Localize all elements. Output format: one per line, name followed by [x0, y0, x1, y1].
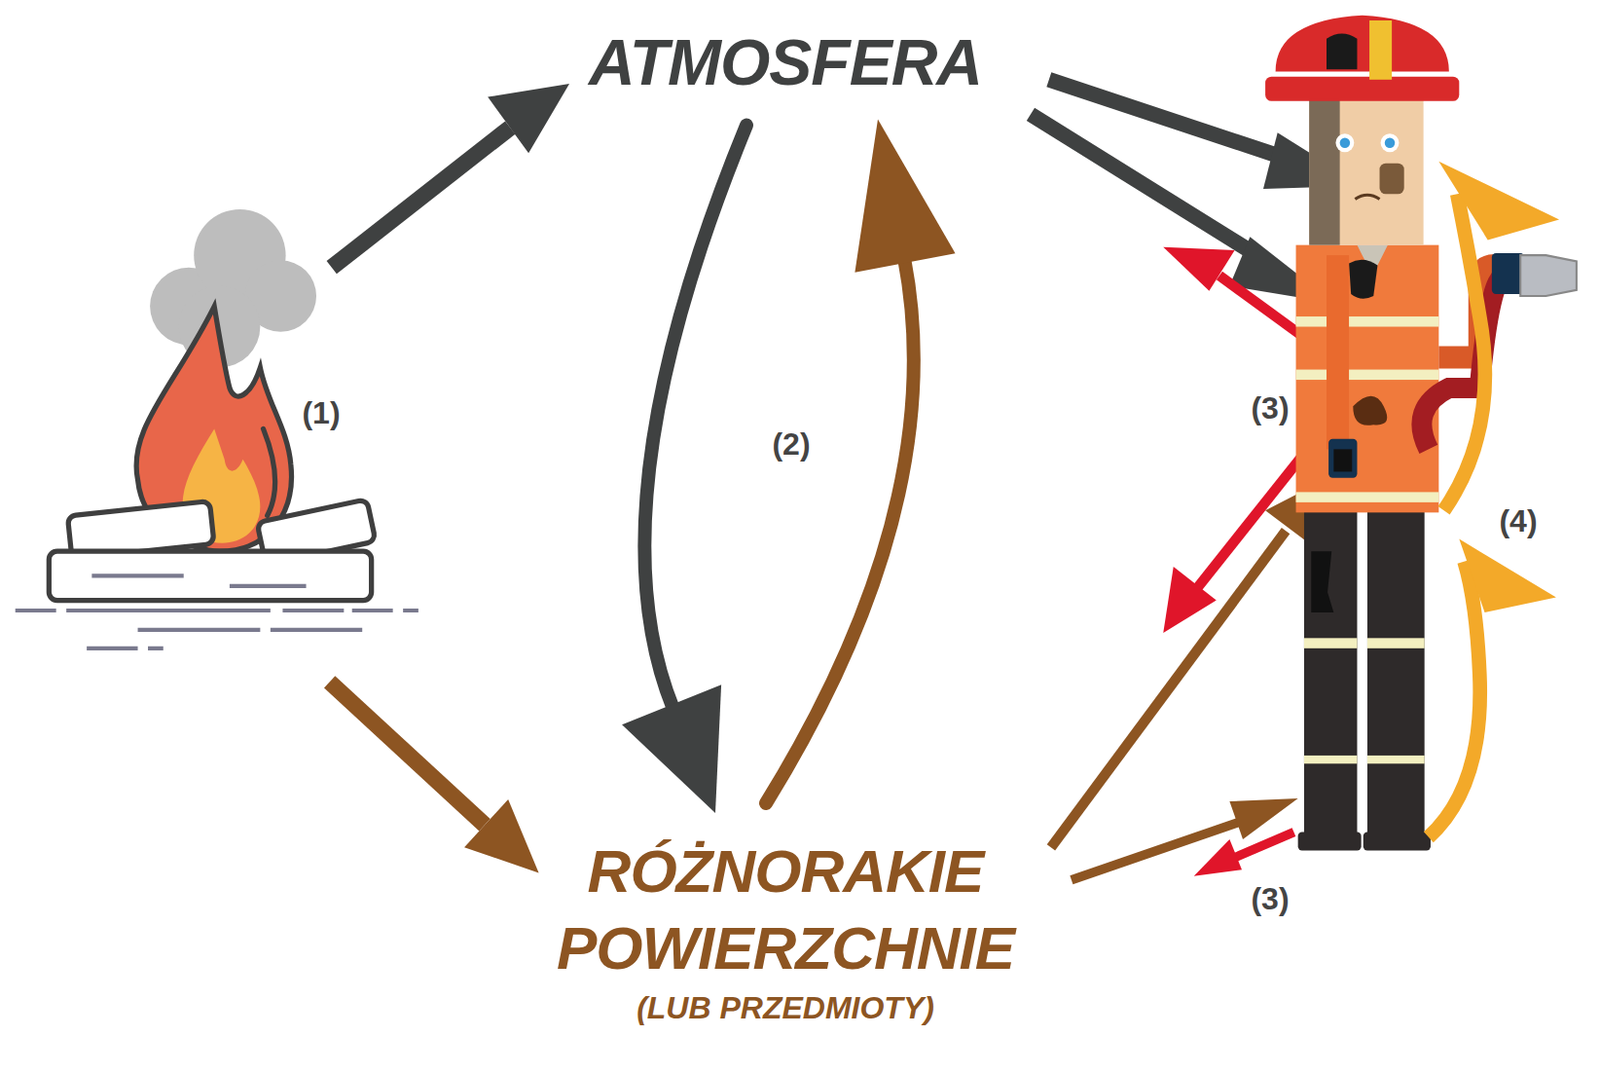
arrowhead	[854, 119, 955, 273]
campfire	[15, 209, 419, 649]
callout-number: (1)	[301, 395, 340, 432]
connector-line	[765, 258, 914, 803]
connector-line	[644, 125, 747, 709]
firefighter	[1265, 15, 1577, 851]
callout-number: (3)	[1250, 390, 1289, 427]
flow-connector	[621, 125, 747, 813]
surfaces-node: RÓŻNORAKIE POWIERZCHNIE(LUB PRZEDMIOTY)	[532, 832, 1039, 1026]
node-subtitle: (LUB PRZEDMIOTY)	[532, 988, 1039, 1026]
arrowhead	[621, 684, 722, 813]
atmosphere-node: ATMOSFERA	[512, 27, 1058, 99]
node-title: ATMOSFERA	[512, 27, 1058, 99]
flow-arrows	[329, 79, 1363, 880]
return-arrows	[1428, 161, 1560, 837]
flow-connector	[765, 119, 956, 803]
callout-number: (4)	[1498, 503, 1537, 540]
callout-number: (3)	[1250, 880, 1289, 917]
callout-number: (2)	[771, 426, 810, 463]
node-title: RÓŻNORAKIE POWIERZCHNIE	[532, 832, 1039, 987]
